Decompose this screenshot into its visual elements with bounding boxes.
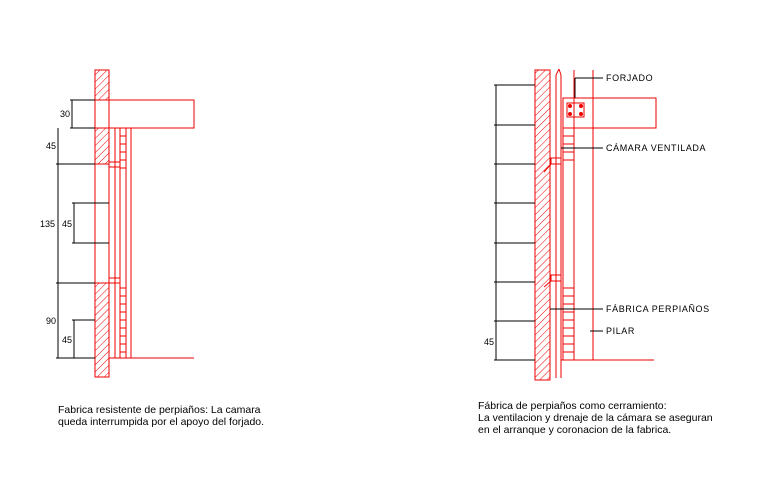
left-slab — [94, 99, 195, 129]
right-dim-45: 45 — [484, 337, 494, 347]
left-hatched-leaf-lower — [94, 282, 110, 378]
right-slab-rebar — [566, 102, 585, 118]
left-wall-detail — [94, 69, 195, 378]
right-slab — [562, 97, 657, 129]
left-caption-line: Fabrica resistente de perpiaños: La cama… — [58, 404, 261, 416]
right-caption-line: La ventilacion y drenaje de la cámara se… — [478, 412, 713, 424]
label-fabrica-perpianos: FÁBRICA PERPIAÑOS — [606, 304, 710, 314]
label-camara-ventilada: CÁMARA VENTILADA — [606, 143, 706, 153]
right-wall-detail — [534, 68, 657, 381]
left-dim-45-bottom: 45 — [62, 335, 72, 345]
left-caption-line: queda interrumpida por el apoyo del forj… — [58, 416, 265, 428]
left-dimension-lines — [56, 99, 109, 359]
right-hatched-leaf — [534, 69, 551, 381]
right-caption: Fábrica de perpiaños como cerramiento: L… — [478, 400, 713, 436]
left-hatched-leaf-top — [94, 69, 110, 101]
left-dim-90: 90 — [46, 316, 56, 326]
left-dim-30: 30 — [60, 109, 70, 119]
label-forjado: FORJADO — [606, 73, 653, 83]
left-hatched-leaf-upper — [94, 127, 110, 165]
left-dim-135: 135 — [40, 219, 55, 229]
left-dim-45-mid: 45 — [62, 219, 72, 229]
right-dimension-lines — [494, 77, 603, 361]
right-caption-line: en el arranque y coronacion de la fabric… — [478, 424, 672, 436]
left-caption: Fabrica resistente de perpiaños: La cama… — [58, 404, 264, 428]
label-pilar: PILAR — [606, 326, 635, 336]
right-caption-line: Fábrica de perpiaños como cerramiento: — [478, 400, 667, 412]
left-dim-45-top: 45 — [46, 141, 56, 151]
